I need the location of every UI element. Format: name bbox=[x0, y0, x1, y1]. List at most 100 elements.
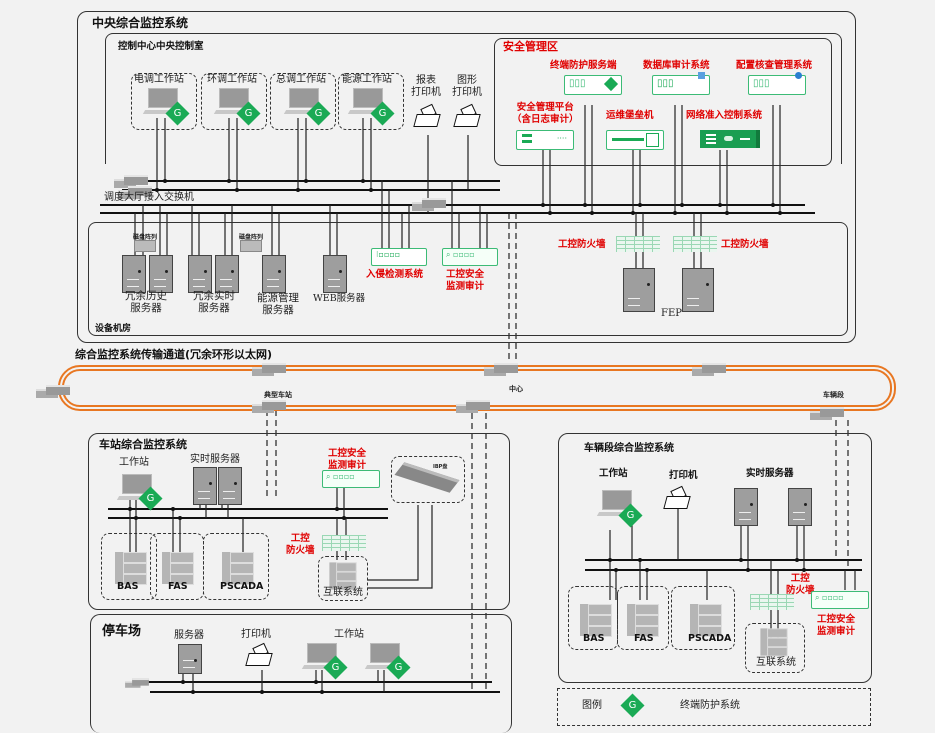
report-printer-icon[interactable] bbox=[413, 103, 441, 128]
firewall-icon[interactable] bbox=[750, 594, 794, 610]
fep-server-icon[interactable] bbox=[623, 268, 655, 312]
station-workstation-label: 工作站 bbox=[119, 457, 149, 468]
bastion-host-icon[interactable] bbox=[606, 130, 664, 150]
depot-system-panel bbox=[558, 433, 872, 683]
ibp-panel-group[interactable] bbox=[391, 456, 465, 503]
parking-printer-label: 打印机 bbox=[241, 629, 271, 640]
control-room-title: 控制中心中央控制室 bbox=[118, 41, 204, 52]
ids-icon[interactable]: ⁝▫▫▫▫ bbox=[371, 248, 427, 266]
report-printer-label: 报表 打印机 bbox=[411, 75, 441, 98]
db-audit-icon[interactable]: ▯▯▯ bbox=[652, 72, 710, 95]
ring-switch-icon[interactable] bbox=[252, 400, 286, 413]
graphic-printer-icon[interactable] bbox=[453, 103, 481, 128]
parking-switch-icon[interactable] bbox=[125, 678, 149, 688]
workstation-monitor-icon bbox=[142, 88, 178, 116]
firewall-label: 工控防火墙 bbox=[558, 239, 606, 250]
endpoint-protection-badge-icon: G bbox=[236, 101, 261, 126]
interconnect-controller-icon bbox=[329, 561, 357, 592]
equipment-room-panel bbox=[88, 222, 848, 336]
history-server-icon[interactable] bbox=[122, 255, 146, 293]
realtime-server-icon[interactable] bbox=[734, 488, 758, 526]
interconnect-controller-icon bbox=[760, 627, 788, 658]
security-device-label: 配置核查管理系统 bbox=[736, 60, 813, 71]
ring-switch-icon[interactable] bbox=[252, 363, 286, 376]
realtime-server-icon[interactable] bbox=[218, 467, 242, 505]
fep-server-icon[interactable] bbox=[682, 268, 714, 312]
graphic-printer-label: 图形 打印机 bbox=[452, 75, 482, 98]
pscada-group[interactable] bbox=[671, 586, 735, 650]
ics-audit-icon[interactable]: ⌕ ▫▫▫▫ bbox=[322, 470, 380, 488]
depot-firewall-label: 工控 防火墙 bbox=[786, 573, 815, 596]
fas-label: FAS bbox=[634, 633, 654, 644]
access-switch-icon[interactable] bbox=[118, 186, 152, 199]
history-server-icon[interactable] bbox=[149, 255, 173, 293]
security-device-label: 终端防护服务端 bbox=[550, 60, 617, 71]
realtime-server-icon[interactable] bbox=[188, 255, 212, 293]
parking-server-label: 服务器 bbox=[174, 630, 204, 641]
workstation-group-general[interactable] bbox=[270, 73, 336, 130]
workstation-group-environment[interactable] bbox=[201, 73, 267, 130]
parking-printer-icon[interactable] bbox=[245, 642, 273, 667]
firewall-label: 工控防火墙 bbox=[721, 239, 769, 250]
firewall-icon[interactable] bbox=[673, 236, 717, 252]
realtime-server-icon[interactable] bbox=[215, 255, 239, 293]
security-device-label: 安全管理平台 （含日志审计） bbox=[512, 102, 579, 125]
web-server-label: WEB服务器 bbox=[313, 293, 366, 304]
fas-controller-icon bbox=[627, 602, 659, 638]
central-system-title: 中央综合监控系统 bbox=[92, 16, 189, 30]
disk-array-icon[interactable] bbox=[134, 240, 156, 252]
central-system-panel bbox=[77, 11, 856, 343]
config-check-icon[interactable]: ▯▯▯ bbox=[748, 72, 806, 95]
core-switch-icon[interactable] bbox=[412, 198, 446, 211]
interconnect-label: 互联系统 bbox=[323, 587, 363, 598]
workstation-group-energy[interactable] bbox=[338, 73, 404, 130]
ics-audit-label: 工控安全 监测审计 bbox=[446, 269, 485, 292]
parking-workstation-label: 工作站 bbox=[334, 629, 364, 640]
workstation-monitor-icon bbox=[213, 88, 249, 116]
pscada-group[interactable] bbox=[203, 533, 269, 600]
firewall-icon[interactable] bbox=[322, 535, 366, 551]
endpoint-protection-server-icon[interactable]: ▯▯▯ bbox=[564, 75, 622, 95]
interconnect-group[interactable] bbox=[745, 623, 805, 673]
realtime-server-icon[interactable] bbox=[788, 488, 812, 526]
pscada-controller-icon bbox=[690, 602, 722, 638]
depot-printer-icon[interactable] bbox=[663, 485, 691, 510]
security-platform-icon[interactable]: ···· bbox=[516, 130, 574, 150]
workstation-monitor-icon[interactable] bbox=[301, 643, 337, 671]
ring-node-label: 车辆段 bbox=[823, 391, 844, 399]
firewall-icon[interactable] bbox=[616, 236, 660, 252]
endpoint-protection-badge-icon: G bbox=[620, 693, 645, 718]
interconnect-group[interactable] bbox=[318, 556, 368, 601]
endpoint-protection-badge-icon: G bbox=[165, 101, 190, 126]
disk-array-label: 磁盘阵列 bbox=[239, 234, 264, 241]
workstation-monitor-icon[interactable] bbox=[116, 474, 152, 502]
security-zone-panel bbox=[494, 38, 832, 166]
workstation-monitor-icon[interactable] bbox=[596, 490, 632, 518]
interconnect-label: 互联系统 bbox=[756, 657, 796, 668]
ring-switch-icon[interactable] bbox=[484, 363, 518, 376]
equipment-room-title: 设备机房 bbox=[95, 324, 132, 334]
ics-audit-icon[interactable]: ⌕ ▫▫▫▫ bbox=[811, 591, 869, 609]
bas-controller-icon bbox=[580, 602, 612, 638]
bas-group[interactable] bbox=[101, 533, 157, 600]
ics-audit-icon[interactable]: ⌕ ▫▫▫▫ bbox=[442, 248, 498, 266]
web-server-icon[interactable] bbox=[323, 255, 347, 293]
ring-switch-icon[interactable] bbox=[456, 400, 490, 413]
bas-label: BAS bbox=[583, 633, 605, 644]
workstation-group-power[interactable] bbox=[131, 73, 197, 130]
energy-server-icon[interactable] bbox=[262, 255, 286, 293]
disk-array-icon[interactable] bbox=[240, 240, 262, 252]
nac-icon[interactable] bbox=[700, 130, 760, 148]
parking-server-icon[interactable] bbox=[178, 644, 202, 674]
fep-label: FEP bbox=[661, 308, 682, 319]
station-system-panel bbox=[88, 433, 510, 610]
realtime-server-icon[interactable] bbox=[193, 467, 217, 505]
station-firewall-label: 工控 防火墙 bbox=[286, 533, 315, 556]
ring-switch-icon[interactable] bbox=[810, 407, 844, 420]
ring-switch-icon[interactable] bbox=[36, 385, 70, 398]
workstation-monitor-icon[interactable] bbox=[364, 643, 400, 671]
ring-switch-icon[interactable] bbox=[692, 363, 726, 376]
access-switch-icon[interactable] bbox=[114, 175, 148, 188]
station-realtime-server-label: 实时服务器 bbox=[190, 454, 240, 465]
fas-group[interactable] bbox=[617, 586, 669, 650]
